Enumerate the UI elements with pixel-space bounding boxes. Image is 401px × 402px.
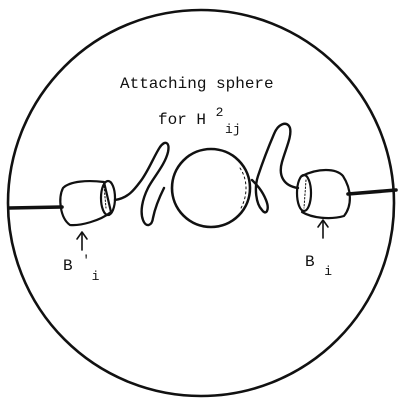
left-marker-subscript: i bbox=[92, 269, 100, 284]
outer-sphere-boundary bbox=[8, 10, 394, 396]
left-wiggly-tube bbox=[115, 143, 168, 225]
right-marker-label: B i bbox=[305, 253, 332, 279]
right-marker-subscript: i bbox=[324, 264, 332, 279]
right-marker-base: B bbox=[305, 253, 315, 271]
sphere-label-line2: for H 2 ij bbox=[158, 103, 241, 137]
right-arrow bbox=[318, 220, 328, 238]
attaching-sphere bbox=[172, 149, 250, 227]
left-arrow bbox=[77, 232, 87, 250]
right-cylinder-b-i bbox=[297, 170, 350, 218]
sphere-label-line1: Attaching sphere bbox=[120, 75, 274, 93]
right-strand bbox=[348, 190, 396, 194]
left-cylinder-b-prime-i bbox=[60, 181, 115, 225]
sphere-label-prefix: for H bbox=[158, 111, 206, 129]
left-marker-base: B bbox=[63, 257, 73, 275]
left-marker-label: B ' i bbox=[63, 251, 100, 284]
sphere-label-subscript: ij bbox=[225, 122, 241, 137]
attaching-sphere-shading bbox=[240, 168, 246, 210]
right-wiggly-tube bbox=[252, 124, 298, 213]
sphere-label-superscript: 2 bbox=[216, 105, 224, 120]
left-marker-prime: ' bbox=[82, 253, 90, 268]
left-strand bbox=[9, 207, 62, 208]
